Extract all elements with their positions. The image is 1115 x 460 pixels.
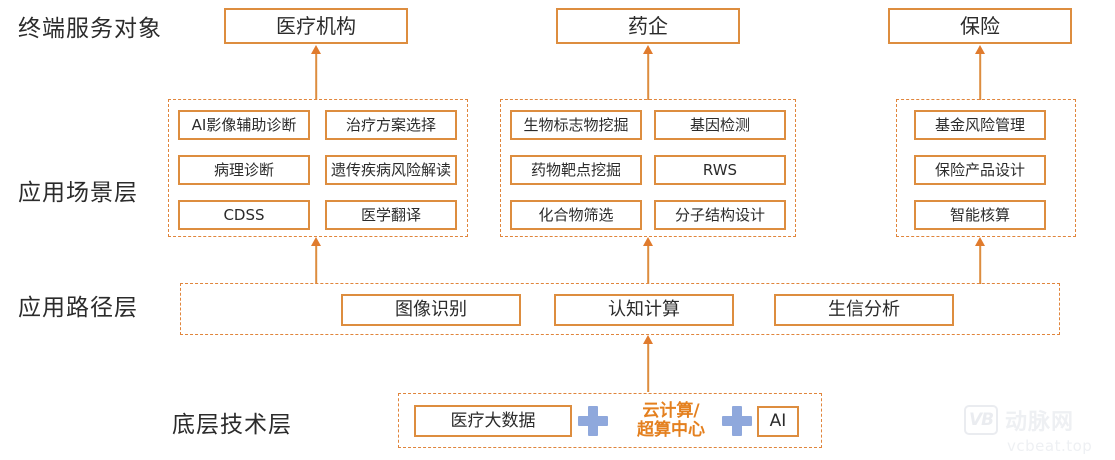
scenario-box-pathology-diagnosis[interactable]: 病理诊断 [178,155,310,185]
layer-label-application-path: 应用路径层 [18,295,138,321]
scenario-box-genetic-risk-interpretation[interactable]: 遗传疾病风险解读 [325,155,457,185]
layer-label-terminal-service: 终端服务对象 [18,16,162,42]
scenario-box-molecular-structure-design[interactable]: 分子结构设计 [654,200,786,230]
scenario-box-drug-target-mining[interactable]: 药物靶点挖掘 [510,155,642,185]
scenario-group-pharma-enterprise [500,99,796,237]
technology-group [398,393,822,448]
arrow-technology-to-path [642,335,654,392]
path-box-cognitive-computing[interactable]: 认知计算 [554,294,734,326]
watermark: VB 动脉网 vcbeat.top [964,404,1092,455]
technology-box-medical-big-data[interactable]: 医疗大数据 [414,405,572,437]
scenario-box-intelligent-accounting[interactable]: 智能核算 [914,200,1046,230]
watermark-brand: 动脉网 [1005,410,1075,435]
path-box-bioinformatics-analysis[interactable]: 生信分析 [774,294,954,326]
scenario-box-cdss[interactable]: CDSS [178,200,310,230]
layer-label-application-scenario: 应用场景层 [18,180,138,206]
terminal-box-insurance[interactable]: 保险 [888,8,1072,44]
cloud-line-1: 云计算/ [642,401,700,421]
arrow-path-to-medical-scenarios [310,237,322,284]
scenario-box-biomarker-mining[interactable]: 生物标志物挖掘 [510,110,642,140]
arrow-scenarios-to-pharma-enterprise [642,45,654,100]
watermark-url: vcbeat.top [1007,437,1093,455]
watermark-logo-icon: VB [964,405,998,435]
scenario-box-ai-imaging-diagnosis[interactable]: AI影像辅助诊断 [178,110,310,140]
scenario-box-rws[interactable]: RWS [654,155,786,185]
scenario-box-fund-risk-management[interactable]: 基金风险管理 [914,110,1046,140]
terminal-box-pharma-enterprise[interactable]: 药企 [556,8,740,44]
cloud-line-2: 超算中心 [637,420,705,441]
layer-label-underlying-technology: 底层技术层 [172,412,292,438]
scenario-group-insurance [896,99,1076,237]
technology-label-cloud-supercomputing: 云计算/ 超算中心 [619,401,723,441]
arrow-path-to-insurance-scenarios [974,237,986,284]
scenario-box-insurance-product-design[interactable]: 保险产品设计 [914,155,1046,185]
scenario-box-gene-testing[interactable]: 基因检测 [654,110,786,140]
scenario-box-compound-screening[interactable]: 化合物筛选 [510,200,642,230]
plus-icon-2 [722,406,752,436]
arrow-scenarios-to-insurance [974,45,986,100]
terminal-box-medical-institution[interactable]: 医疗机构 [224,8,408,44]
arrow-scenarios-to-medical-institution [310,45,322,100]
path-box-image-recognition[interactable]: 图像识别 [341,294,521,326]
technology-box-ai[interactable]: AI [757,406,799,437]
scenario-box-medical-translation[interactable]: 医学翻译 [325,200,457,230]
application-path-group [180,283,1060,335]
arrow-path-to-pharma-scenarios [642,237,654,284]
scenario-box-treatment-plan-selection[interactable]: 治疗方案选择 [325,110,457,140]
scenario-group-medical-institution [168,99,468,237]
plus-icon-1 [578,406,608,436]
